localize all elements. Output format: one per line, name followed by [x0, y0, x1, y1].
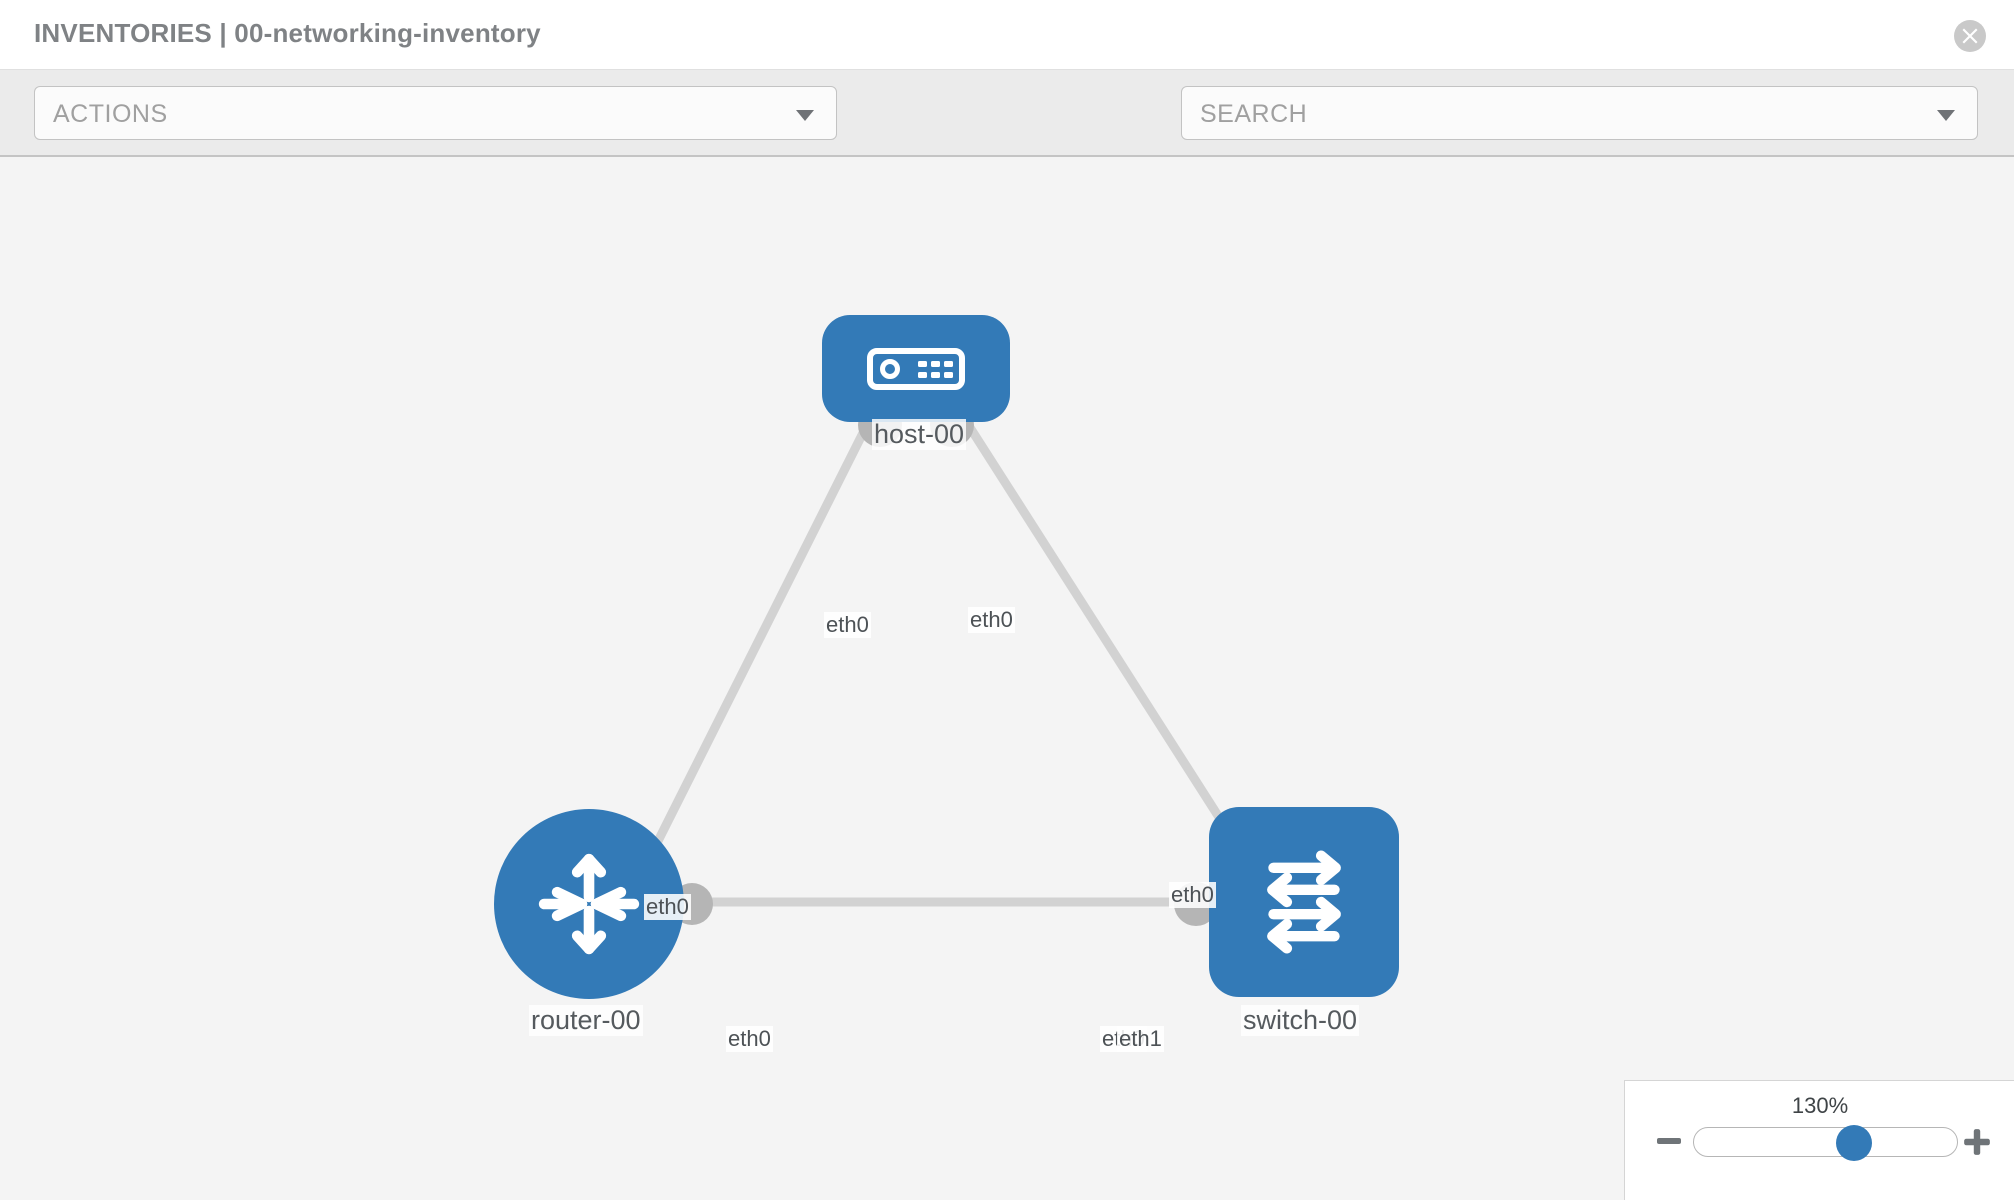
link-host-switch [958, 412, 1242, 850]
plus-icon[interactable] [1962, 1127, 1992, 1157]
node-router-00-label: router-00 [529, 1005, 643, 1036]
zoom-control-panel: 130% [1624, 1080, 2014, 1200]
interface-label-switch-upper: eth0 [1169, 882, 1216, 908]
interface-label-switch-left-eth1: eth1 [1117, 1026, 1164, 1052]
node-host-00-shape[interactable] [822, 315, 1010, 422]
node-host-00[interactable]: host-00 [822, 315, 1010, 450]
node-switch-00-shape[interactable] [1209, 807, 1399, 997]
zoom-level-value: 130% [1791, 1093, 1849, 1118]
toolbar: ACTIONS SEARCH [0, 70, 2014, 200]
topology-links [645, 403, 1259, 926]
interface-connectors [671, 403, 1259, 926]
search-field[interactable]: SEARCH [1181, 86, 1978, 140]
node-switch-00-label: switch-00 [1241, 1005, 1360, 1036]
zoom-slider[interactable] [1693, 1125, 1958, 1161]
actions-dropdown[interactable]: ACTIONS [34, 86, 837, 140]
link-host-router [645, 412, 877, 860]
node-switch-00[interactable]: switch-00 [1209, 807, 1399, 1036]
node-router-00[interactable]: router-00 [494, 809, 684, 1036]
minus-icon[interactable] [1655, 1127, 1683, 1155]
interface-label-host-left: eth0 [824, 612, 871, 638]
interface-label-router-upper: eth0 [644, 894, 691, 920]
page-header: INVENTORIES | 00-networking-inventory [0, 0, 2014, 70]
search-placeholder: SEARCH [1200, 100, 1308, 128]
interface-label-router-right: eth0 [726, 1026, 773, 1052]
chevron-down-icon [1937, 110, 1955, 121]
chevron-down-icon [796, 110, 814, 121]
topology-canvas[interactable]: host-00 router-00 [0, 157, 2014, 1200]
actions-label: ACTIONS [53, 100, 168, 128]
switch-arrows-icon [1267, 850, 1341, 954]
close-icon[interactable] [1954, 20, 1986, 52]
interface-label-host-right: eth0 [968, 607, 1015, 633]
page-title: INVENTORIES | 00-networking-inventory [34, 18, 541, 48]
zoom-slider-handle[interactable] [1836, 1125, 1872, 1161]
node-host-00-label: host-00 [872, 419, 967, 450]
server-device-icon [867, 347, 965, 390]
router-arrows-icon [538, 853, 640, 955]
node-router-00-shape[interactable] [494, 809, 684, 999]
